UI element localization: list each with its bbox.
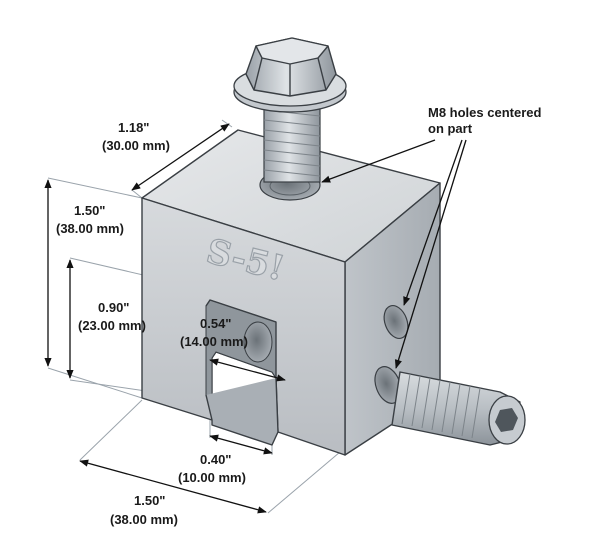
slot-opening (205, 299, 277, 378)
dim-top-depth-mm: (30.00 mm) (102, 138, 170, 153)
callout-line-2: on part (428, 121, 473, 136)
dim-width-line (79, 459, 267, 514)
dim-top-depth-line (131, 123, 230, 191)
dim-width-mm: (38.00 mm) (110, 512, 178, 527)
dimension-labels: 1.18" (30.00 mm) 1.50" (38.00 mm) 0.90" … (56, 120, 248, 527)
slot-lip (205, 377, 279, 446)
hex-bolt (233, 37, 347, 183)
dim-top-depth-inch: 1.18" (118, 120, 149, 135)
dim-slot-depth-line (209, 358, 286, 382)
dim-slot-width-inch: 0.40" (200, 452, 231, 467)
callout-line-1: M8 holes centered (428, 105, 541, 120)
hex-socket-icon (495, 408, 518, 432)
dim-width-inch: 1.50" (134, 493, 165, 508)
dim-slot-width-mm: (10.00 mm) (178, 470, 246, 485)
side-hole-upper (383, 304, 409, 340)
dim-slot-height-inch: 0.90" (98, 300, 129, 315)
dim-height-inch: 1.50" (74, 203, 105, 218)
callout-leaders (321, 139, 467, 369)
dim-slot-height-mm: (23.00 mm) (78, 318, 146, 333)
dim-slot-depth-inch: 0.54" (200, 316, 231, 331)
dim-height-mm: (38.00 mm) (56, 221, 124, 236)
slot-hole (243, 321, 273, 363)
dim-slot-depth-mm: (14.00 mm) (180, 334, 248, 349)
dim-slot-width-line (209, 434, 273, 455)
dimension-lines (44, 123, 286, 514)
set-screw (391, 371, 526, 446)
